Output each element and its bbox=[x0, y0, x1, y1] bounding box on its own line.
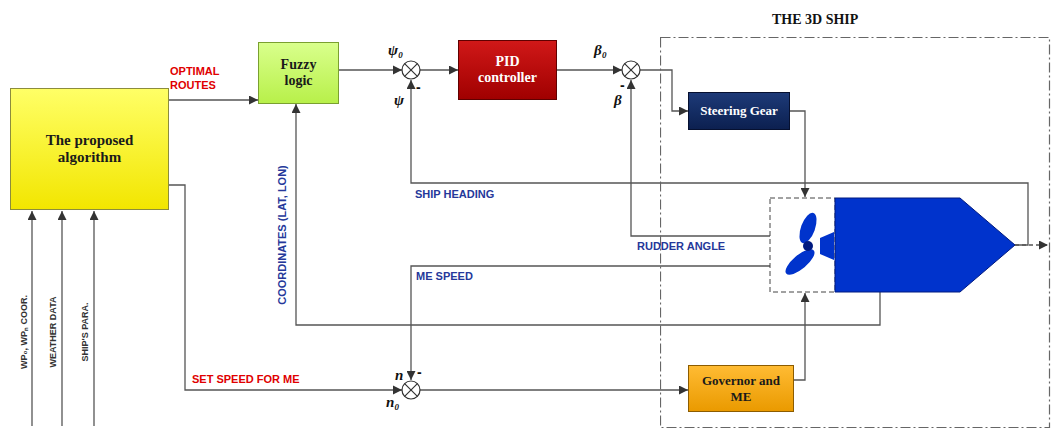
signal-connector bbox=[557, 70, 688, 111]
input-arrow bbox=[61, 211, 62, 426]
minus-sign: - bbox=[417, 364, 422, 380]
box-label: PID controller bbox=[459, 54, 556, 86]
box-label: The proposed algorithm bbox=[11, 132, 168, 166]
signal-label: COORDINATES (LAT, LON) bbox=[276, 165, 288, 305]
signal-connector bbox=[169, 185, 688, 390]
box-label: Fuzzy logic bbox=[259, 57, 338, 89]
signal-label: RUDDER ANGLE bbox=[637, 240, 725, 252]
input-label: WEATHER DATA bbox=[48, 297, 58, 368]
edge-label: OPTIMAL ROUTES bbox=[170, 64, 256, 92]
signal-name: β bbox=[614, 92, 622, 109]
steering-gear-box: Steering Gear bbox=[688, 92, 790, 130]
minus-sign: - bbox=[620, 77, 625, 93]
steering-to-rudder-wire bbox=[790, 111, 805, 197]
pid-controller-box: PID controller bbox=[458, 40, 557, 100]
ship-hull bbox=[835, 198, 1015, 292]
input-label: WP₀, WPₙ COOR. bbox=[17, 295, 30, 369]
signal-name: n bbox=[395, 367, 403, 384]
minus-sign: - bbox=[416, 79, 421, 95]
signal-connector bbox=[169, 99, 258, 100]
summing-junction bbox=[402, 381, 420, 399]
edge-label: SET SPEED FOR ME bbox=[192, 372, 300, 386]
signal-name: β₀ bbox=[594, 42, 607, 59]
summing-junction bbox=[402, 61, 420, 79]
signal-name: ψ bbox=[394, 92, 404, 109]
box-label: Governor and ME bbox=[689, 373, 793, 405]
algorithm-box: The proposed algorithm bbox=[10, 88, 169, 210]
me-speed-wire bbox=[411, 266, 770, 380]
coordinates-wire bbox=[660, 292, 880, 325]
ship-course-arrow bbox=[1015, 244, 1048, 245]
governor-box: Governor and ME bbox=[688, 365, 794, 412]
input-arrow bbox=[31, 211, 32, 426]
junction-arrowhead bbox=[393, 66, 622, 395]
propeller-housing bbox=[770, 198, 835, 292]
ship-region: THE 3D SHIPSteering GearGovernor and ME bbox=[660, 37, 1054, 430]
box-label: Steering Gear bbox=[694, 103, 784, 119]
region-outline bbox=[661, 38, 1050, 428]
propeller-symbol bbox=[782, 211, 834, 279]
region-heading: THE 3D SHIP bbox=[772, 12, 858, 28]
input-arrow bbox=[93, 211, 94, 426]
signal-label: ME SPEED bbox=[416, 270, 473, 282]
summing-junction bbox=[622, 61, 640, 79]
signal-name: n₀ bbox=[386, 394, 400, 411]
signal-connector bbox=[296, 104, 660, 325]
signal-name: ψ₀ bbox=[388, 42, 403, 59]
input-label: SHIP'S PARA. bbox=[80, 303, 90, 362]
signal-label: SHIP HEADING bbox=[415, 188, 494, 200]
fuzzy-logic-box: Fuzzy logic bbox=[258, 42, 339, 104]
